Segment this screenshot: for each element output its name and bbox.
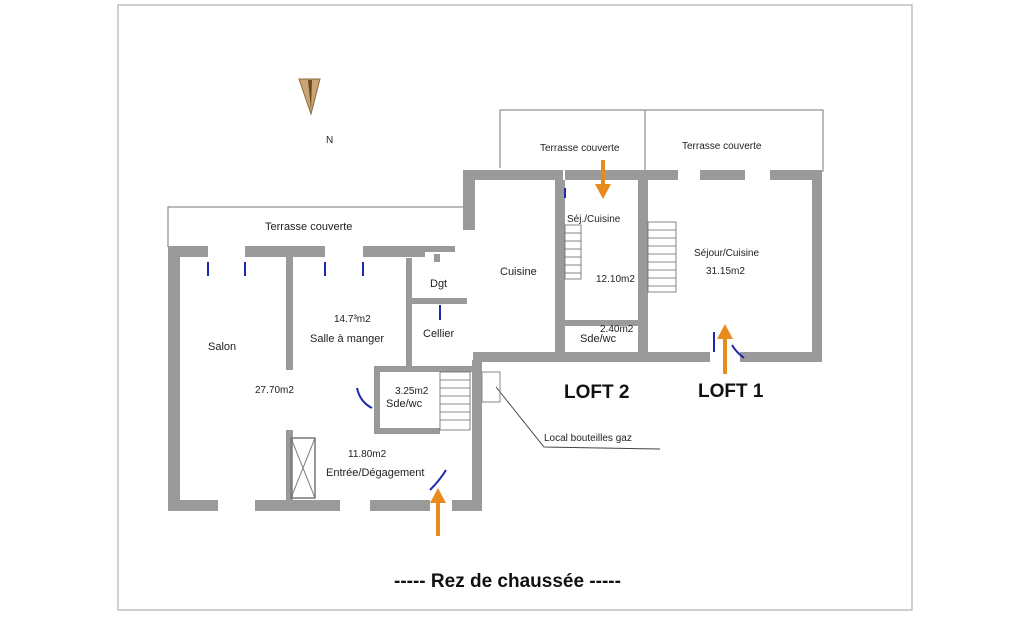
sde-loft2-area: 2.40m2 [600,324,634,335]
cellier-label: Cellier [423,328,455,340]
terrasse-left-label: Terrasse couverte [265,221,352,233]
sej-cuisine-loft2-label: Séj./Cuisine [567,214,621,225]
local-gaz-label: Local bouteilles gaz [544,433,632,444]
local-gaz-box [481,371,501,403]
loft1-entrance-arrow-icon [717,324,733,374]
salon-label: Salon [208,341,236,353]
loft2-entrance-arrow-icon [595,160,611,199]
loft1-area: 31.15m2 [706,266,745,277]
terrasse-right-label: Terrasse couverte [682,141,762,152]
sejour-loft1-label: Séjour/Cuisine [694,248,759,259]
north-label: N [326,135,333,146]
loft2-title: LOFT 2 [564,382,629,403]
entrance-arrow-icon [430,488,446,536]
terraces [167,109,824,247]
sde-loft2-label: Sde/wc [580,333,617,345]
cuisine-label: Cuisine [500,266,537,278]
north-arrow-icon [298,78,321,116]
floor-title: ----- Rez de chaussée ----- [394,571,621,592]
salon-area: 27.70m2 [255,385,294,396]
terrasse-mid-label: Terrasse couverte [540,143,620,154]
doors [207,188,745,491]
plan-frame [117,4,913,611]
stairs [439,221,677,431]
local-gaz-leader [495,386,661,450]
entree-area: 11.80m2 [348,449,387,460]
loft2-area: 12.10m2 [596,274,635,285]
dgt-label: Dgt [430,278,447,290]
salle-area: 14.7³m2 [334,314,371,325]
sde-main-label: Sde/wc [386,398,423,410]
salle-label: Salle à manger [310,333,384,345]
loft1-title: LOFT 1 [698,381,764,402]
sde-main-area: 3.25m2 [395,386,429,397]
entree-label: Entrée/Dégagement [326,467,424,479]
